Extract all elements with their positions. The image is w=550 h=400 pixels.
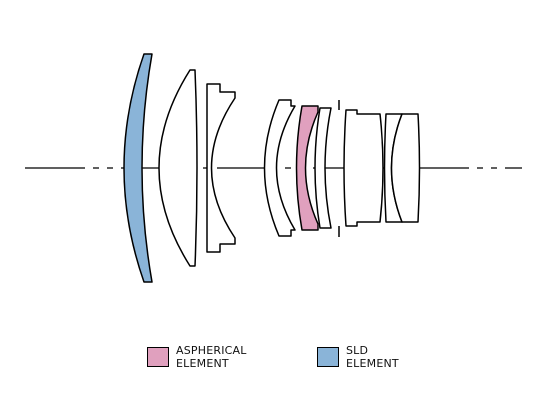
aspherical-label-line2: ELEMENT [176, 357, 229, 370]
lens-element-9 [390, 113, 421, 223]
lens-element-1-sld [123, 53, 153, 283]
aspherical-label: ASPHERICAL ELEMENT [176, 344, 247, 370]
sld-swatch [317, 347, 339, 367]
lens-element-7 [343, 109, 384, 227]
lens-element-2 [158, 69, 198, 267]
aspherical-swatch [147, 347, 169, 367]
sld-label: SLD ELEMENT [346, 344, 399, 370]
lens-element-4 [263, 99, 296, 237]
aspherical-label-line1: ASPHERICAL [176, 344, 247, 357]
sld-label-line1: SLD [346, 344, 369, 357]
legend-aspherical: ASPHERICAL ELEMENT [147, 344, 247, 370]
legend-sld: SLD ELEMENT [317, 344, 399, 370]
sld-label-line2: ELEMENT [346, 357, 399, 370]
lens-element-5-aspherical [295, 105, 319, 231]
lens-element-3 [206, 83, 236, 253]
lens-element-6 [314, 107, 332, 229]
